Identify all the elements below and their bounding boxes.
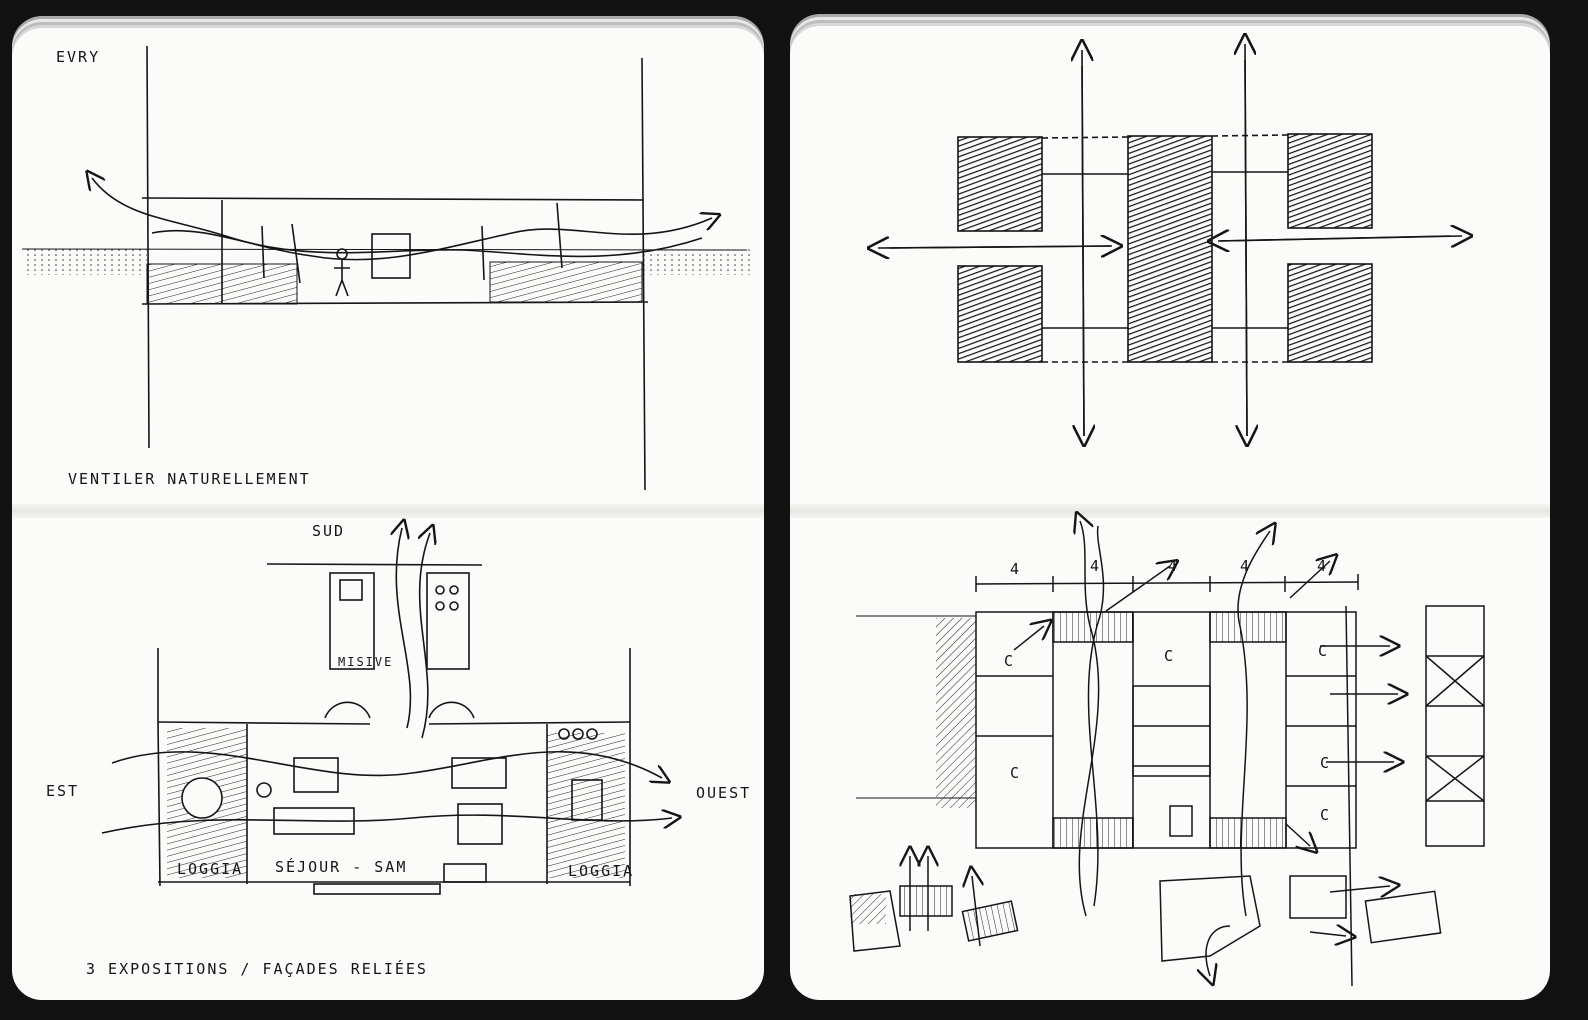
apartment-plan-sketch (101, 528, 672, 895)
left-sketches: EVRY VENTILER NATURELLEMENT (21, 45, 754, 978)
page-fold (790, 504, 1550, 518)
plan-west-label: OUEST (696, 784, 751, 802)
bay-dimension-4: 4 (1240, 557, 1251, 575)
left-sketchbook-page: EVRY VENTILER NATURELLEMENT (12, 28, 764, 1000)
page-fold (12, 504, 764, 518)
section-city-label: EVRY (56, 48, 100, 66)
room-mark: C (1164, 647, 1175, 665)
room-mark: C (1010, 764, 1021, 782)
room-mark: C (1320, 806, 1331, 824)
plan-loggia-left-label: LOGGIA (177, 860, 243, 878)
right-sketchbook-page: 4 4 4 4 4 C C C C C C (790, 26, 1550, 1000)
block-ventilation-diagram (878, 44, 1462, 436)
plan-bathroom-label: MISIVE (338, 655, 393, 669)
ventilation-section-sketch (21, 45, 754, 491)
plan-loggia-right-label: LOGGIA (568, 862, 634, 880)
bay-dimension-2: 4 (1090, 557, 1101, 575)
section-caption: VENTILER NATURELLEMENT (68, 470, 311, 488)
plan-caption: 3 EXPOSITIONS / FAÇADES RELIÉES (86, 959, 428, 978)
bay-dimension-3: 4 (1168, 557, 1179, 575)
right-sketches: 4 4 4 4 4 C C C C C C (849, 26, 1485, 1000)
bay-dimension-1: 4 (1010, 560, 1021, 578)
building-plan-sketch (849, 521, 1485, 986)
plan-south-label: SUD (312, 522, 345, 540)
room-mark: C (1004, 652, 1015, 670)
room-mark: C (1320, 754, 1331, 772)
plan-east-label: EST (46, 782, 79, 800)
plan-living-label: SÉJOUR - SAM (275, 857, 407, 876)
room-mark: C (1318, 642, 1329, 660)
bay-dimension-5: 4 (1317, 557, 1328, 575)
